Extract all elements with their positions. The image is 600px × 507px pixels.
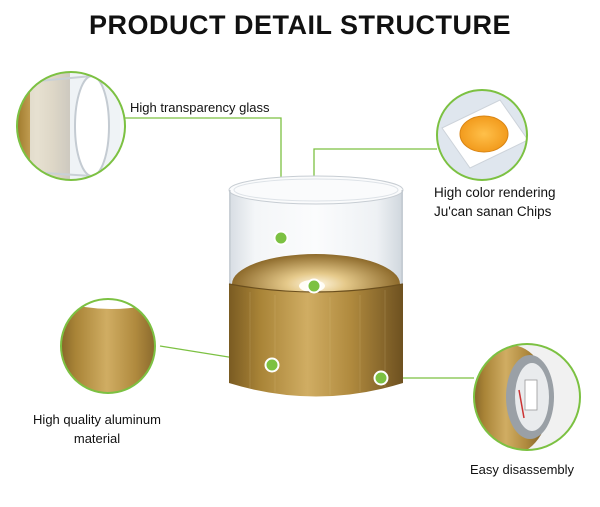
glass-rim <box>228 175 404 205</box>
chips-label-line2: Ju'can sanan Chips <box>434 204 552 219</box>
chips-marker <box>306 278 322 294</box>
disassembly-label: Easy disassembly <box>470 462 575 477</box>
disassembly-marker <box>373 370 389 386</box>
aluminum-label-line2: material <box>73 431 121 446</box>
chips-label: High color rendering Ju'can sanan Chips <box>434 183 556 221</box>
aluminum-label-line1: High quality aluminum <box>33 412 161 427</box>
chips-detail-circle <box>436 89 528 181</box>
disassembly-detail-circle <box>473 343 581 451</box>
page-title: PRODUCT DETAIL STRUCTURE <box>89 10 511 40</box>
aluminum-marker <box>264 357 280 373</box>
aluminum-label: High quality aluminum material <box>27 410 167 448</box>
chips-label-line1: High color rendering <box>434 185 556 200</box>
glass-marker <box>273 230 289 246</box>
callout-dots <box>264 230 389 386</box>
glass-label: High transparency glass <box>130 100 270 115</box>
aluminum-detail-circle <box>60 298 156 394</box>
glass-detail-circle <box>16 71 126 181</box>
